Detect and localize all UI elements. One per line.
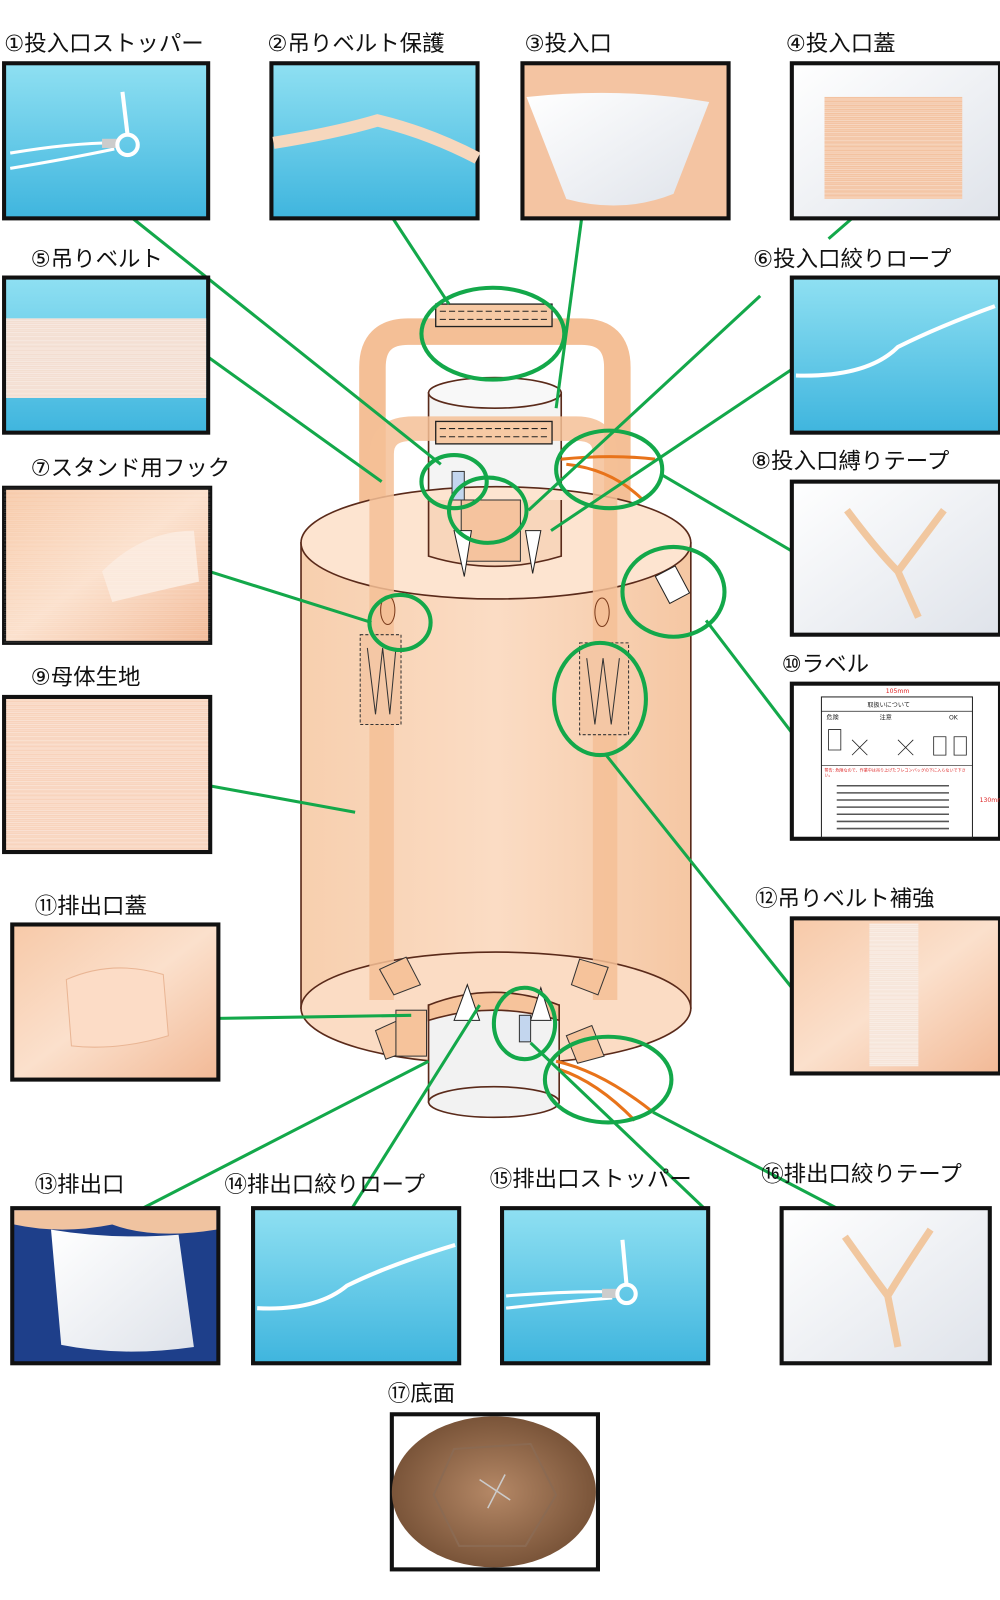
part-discharge-cover[interactable]: ⑪排出口蓋 bbox=[10, 893, 221, 1082]
part-belt-reinforcement[interactable]: ⑫吊りベルト補強 bbox=[755, 886, 1000, 1076]
label-heading: 取扱いについて bbox=[867, 701, 910, 709]
part-bottom[interactable]: ⑰底面 bbox=[388, 1381, 600, 1572]
part-label: ⑫吊りベルト補強 bbox=[755, 886, 935, 912]
label-warning: 警告: 危険なので、作業中は吊り上げたフレコンバッグの下に入らないで下さい。 bbox=[824, 767, 966, 778]
part-label: ⑰底面 bbox=[388, 1381, 455, 1407]
part-label: ③投入口 bbox=[524, 31, 611, 57]
label-col-danger: 危険 bbox=[827, 713, 839, 721]
belt-protector-top bbox=[435, 303, 553, 328]
bag-body bbox=[300, 542, 692, 1009]
part-inlet-tie-tape[interactable]: ⑧投入口縛りテープ bbox=[751, 448, 1000, 637]
part-label[interactable]: ⑩ラベル 105mm 取扱いについて 危険 注意 OK 警告: 危険なので、作業… bbox=[782, 651, 1000, 841]
photo-label bbox=[789, 681, 1000, 841]
part-label: ⑤吊りベルト bbox=[31, 246, 163, 272]
label-col-caution: 注意 bbox=[880, 713, 892, 721]
label-height: 130mm bbox=[980, 797, 1000, 804]
part-label: ⑯排出口絞りテープ bbox=[761, 1162, 962, 1188]
part-inlet[interactable]: ③投入口 bbox=[520, 31, 731, 221]
part-label: ⑭排出口絞りロープ bbox=[224, 1172, 425, 1198]
part-stand-hook[interactable]: ⑦スタンド用フック bbox=[2, 456, 231, 645]
photo-inlet-drawstring bbox=[789, 275, 1000, 435]
part-inlet-drawstring[interactable]: ⑥投入口絞りロープ bbox=[753, 246, 1000, 435]
bag-illustration bbox=[300, 303, 692, 1122]
photo-discharge-stopper bbox=[500, 1206, 711, 1366]
part-label: ①投入口ストッパー bbox=[4, 31, 204, 57]
belt-reinforcement-right bbox=[579, 642, 630, 736]
part-label: ⑬排出口 bbox=[35, 1172, 125, 1198]
part-label: ⑨母体生地 bbox=[31, 665, 141, 691]
part-label: ⑧投入口縛りテープ bbox=[751, 448, 950, 474]
part-lifting-belt[interactable]: ⑤吊りベルト bbox=[2, 246, 211, 435]
part-label: ②吊りベルト保護 bbox=[267, 31, 444, 57]
part-inlet-stopper[interactable]: ①投入口ストッパー bbox=[2, 31, 211, 221]
part-label: ⑪排出口蓋 bbox=[35, 893, 147, 919]
photo-discharge-drawstring bbox=[251, 1206, 462, 1366]
part-discharge-stopper[interactable]: ⑮排出口ストッパー bbox=[490, 1167, 711, 1366]
part-inlet-cover[interactable]: ④投入口蓋 bbox=[786, 31, 1000, 221]
part-label: ⑩ラベル bbox=[782, 651, 869, 677]
part-discharge-tie-tape[interactable]: ⑯排出口絞りテープ bbox=[761, 1162, 992, 1366]
part-label: ④投入口蓋 bbox=[786, 31, 896, 57]
part-label: ⑦スタンド用フック bbox=[31, 456, 231, 482]
bag-label-drawing bbox=[654, 565, 691, 605]
photo-inlet-tie-tape bbox=[789, 479, 1000, 637]
belt-protector-lower bbox=[435, 420, 553, 445]
discharge-cover-drawing bbox=[395, 1009, 428, 1057]
lifting-belt-back bbox=[359, 318, 631, 613]
part-belt-protector[interactable]: ②吊りベルト保護 bbox=[267, 31, 481, 221]
label-col-ok: OK bbox=[949, 714, 959, 721]
discharge-tie-tape-drawing bbox=[555, 1059, 655, 1122]
photo-discharge-tie-tape bbox=[779, 1206, 992, 1366]
part-label: ⑮排出口ストッパー bbox=[490, 1167, 692, 1193]
part-discharge-drawstring[interactable]: ⑭排出口絞りロープ bbox=[224, 1172, 462, 1366]
discharge-stopper-drawing bbox=[518, 1014, 532, 1043]
leader-lines bbox=[131, 217, 854, 1210]
part-label: ⑥投入口絞りロープ bbox=[753, 246, 952, 272]
label-width: 105mm bbox=[886, 688, 910, 695]
part-discharge-outlet[interactable]: ⑬排出口 bbox=[10, 1172, 221, 1366]
part-main-fabric[interactable]: ⑨母体生地 bbox=[2, 665, 213, 855]
